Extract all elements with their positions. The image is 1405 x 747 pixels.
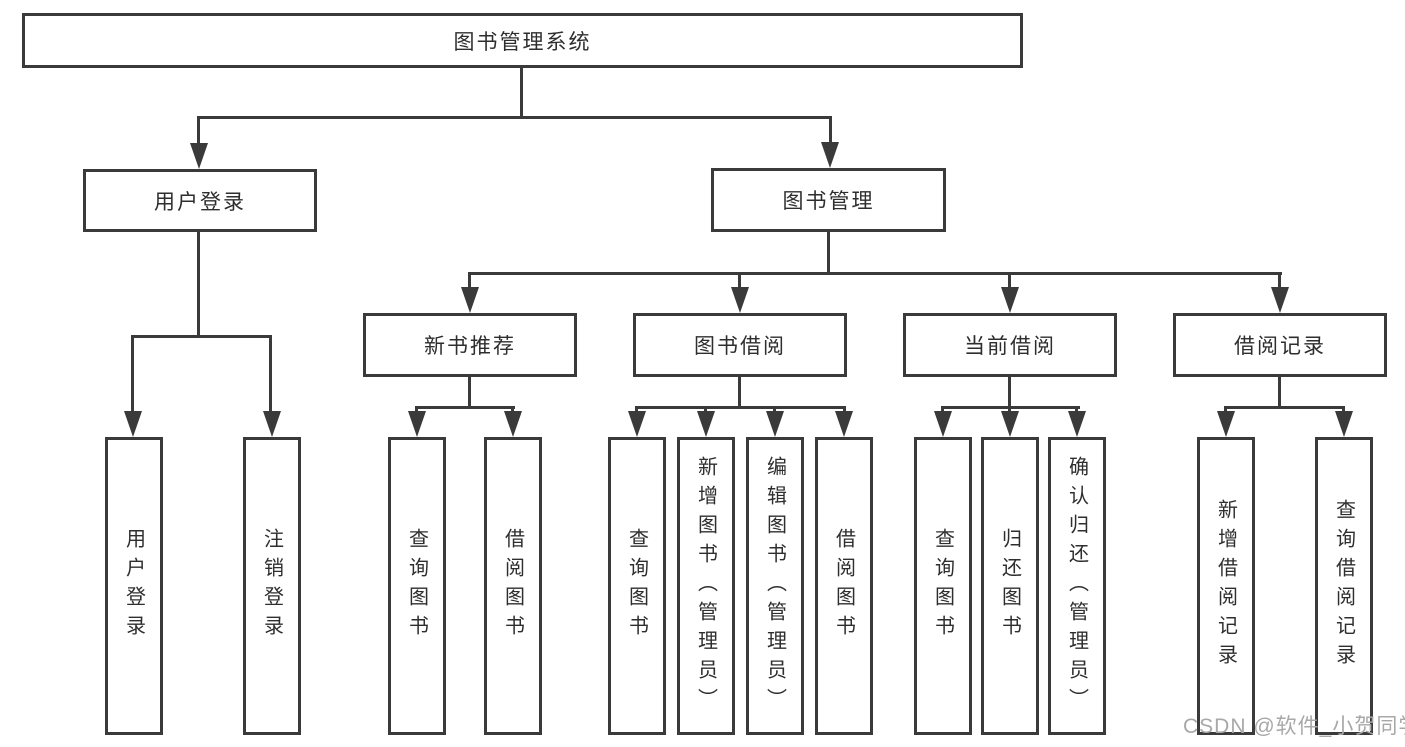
arrow-leaf-borrow-book-1: [504, 411, 522, 437]
connector-level3-branch: [468, 272, 1282, 275]
leaf-add-book-admin: 新增图书（管理员）: [677, 437, 735, 735]
leaf-return-book: 归还图书: [981, 437, 1039, 735]
connector-book-borrow-branch: [635, 406, 846, 409]
leaf-confirm-return-admin: 确认归还（管理员）: [1048, 437, 1106, 735]
node-book-management: 图书管理: [711, 168, 946, 232]
connector-new-book-stem: [468, 377, 471, 409]
connector-drop-book-mgmt: [829, 116, 832, 145]
connector-drop-book-borrow: [738, 272, 741, 290]
arrow-leaf-add-record: [1217, 411, 1235, 437]
arrow-current-borrow: [1001, 287, 1019, 313]
arrow-leaf-logout: [263, 411, 281, 437]
arrow-new-book: [461, 287, 479, 313]
leaf-borrow-book: 借阅图书: [815, 437, 873, 735]
leaf-user-login: 用户登录: [105, 437, 163, 735]
connector-drop-current-borrow: [1008, 272, 1011, 290]
leaf-edit-book-admin: 编辑图书（管理员）: [746, 437, 804, 735]
node-current-borrow: 当前借阅: [903, 313, 1117, 377]
arrow-leaf-borrow-book-2: [835, 411, 853, 437]
connector-drop-borrow-records: [1278, 272, 1281, 290]
arrow-leaf-login: [124, 411, 142, 437]
arrow-book-mgmt: [821, 142, 839, 168]
connector-user-login-stem: [197, 232, 200, 338]
connector-borrow-records-stem: [1278, 377, 1281, 409]
connector-root-stem: [520, 68, 523, 119]
leaf-logout: 注销登录: [243, 437, 301, 735]
node-user-login: 用户登录: [83, 169, 317, 232]
connector-drop-leaf-logout: [269, 335, 272, 415]
csdn-watermark: CSDN @软件_小贺同学: [1183, 715, 1405, 738]
node-borrow-records: 借阅记录: [1173, 313, 1387, 377]
connector-book-borrow-stem: [738, 377, 741, 409]
arrow-leaf-query-book-2: [628, 411, 646, 437]
connector-user-login-branch: [131, 335, 272, 338]
arrow-leaf-return-book: [1001, 411, 1019, 437]
arrow-leaf-query-record: [1335, 411, 1353, 437]
connector-current-borrow-stem: [1008, 377, 1011, 409]
leaf-query-borrow-record: 查询借阅记录: [1315, 437, 1373, 735]
arrow-borrow-records: [1271, 287, 1289, 313]
connector-new-book-branch: [415, 406, 515, 409]
connector-level2-branch: [197, 116, 832, 119]
node-new-book-recommend: 新书推荐: [363, 313, 577, 377]
node-book-borrow: 图书借阅: [633, 313, 847, 377]
connector-drop-leaf-login: [131, 335, 134, 415]
connector-drop-user-login: [197, 116, 200, 146]
connector-borrow-records-branch: [1224, 406, 1345, 409]
leaf-query-book-recommend: 查询图书: [388, 437, 446, 735]
leaf-borrow-book-recommend: 借阅图书: [484, 437, 542, 735]
arrow-leaf-query-book-3: [934, 411, 952, 437]
arrow-leaf-confirm-return: [1068, 411, 1086, 437]
arrow-leaf-edit-book: [766, 411, 784, 437]
node-root-system: 图书管理系统: [22, 13, 1023, 68]
arrow-leaf-add-book: [697, 411, 715, 437]
arrow-leaf-query-book-1: [408, 411, 426, 437]
connector-drop-new-book: [468, 272, 471, 290]
leaf-query-book-borrow: 查询图书: [608, 437, 666, 735]
connector-book-mgmt-stem: [827, 232, 830, 275]
leaf-add-borrow-record: 新增借阅记录: [1197, 437, 1255, 735]
arrow-user-login: [190, 143, 208, 169]
leaf-query-book-current: 查询图书: [914, 437, 972, 735]
arrow-book-borrow: [731, 287, 749, 313]
